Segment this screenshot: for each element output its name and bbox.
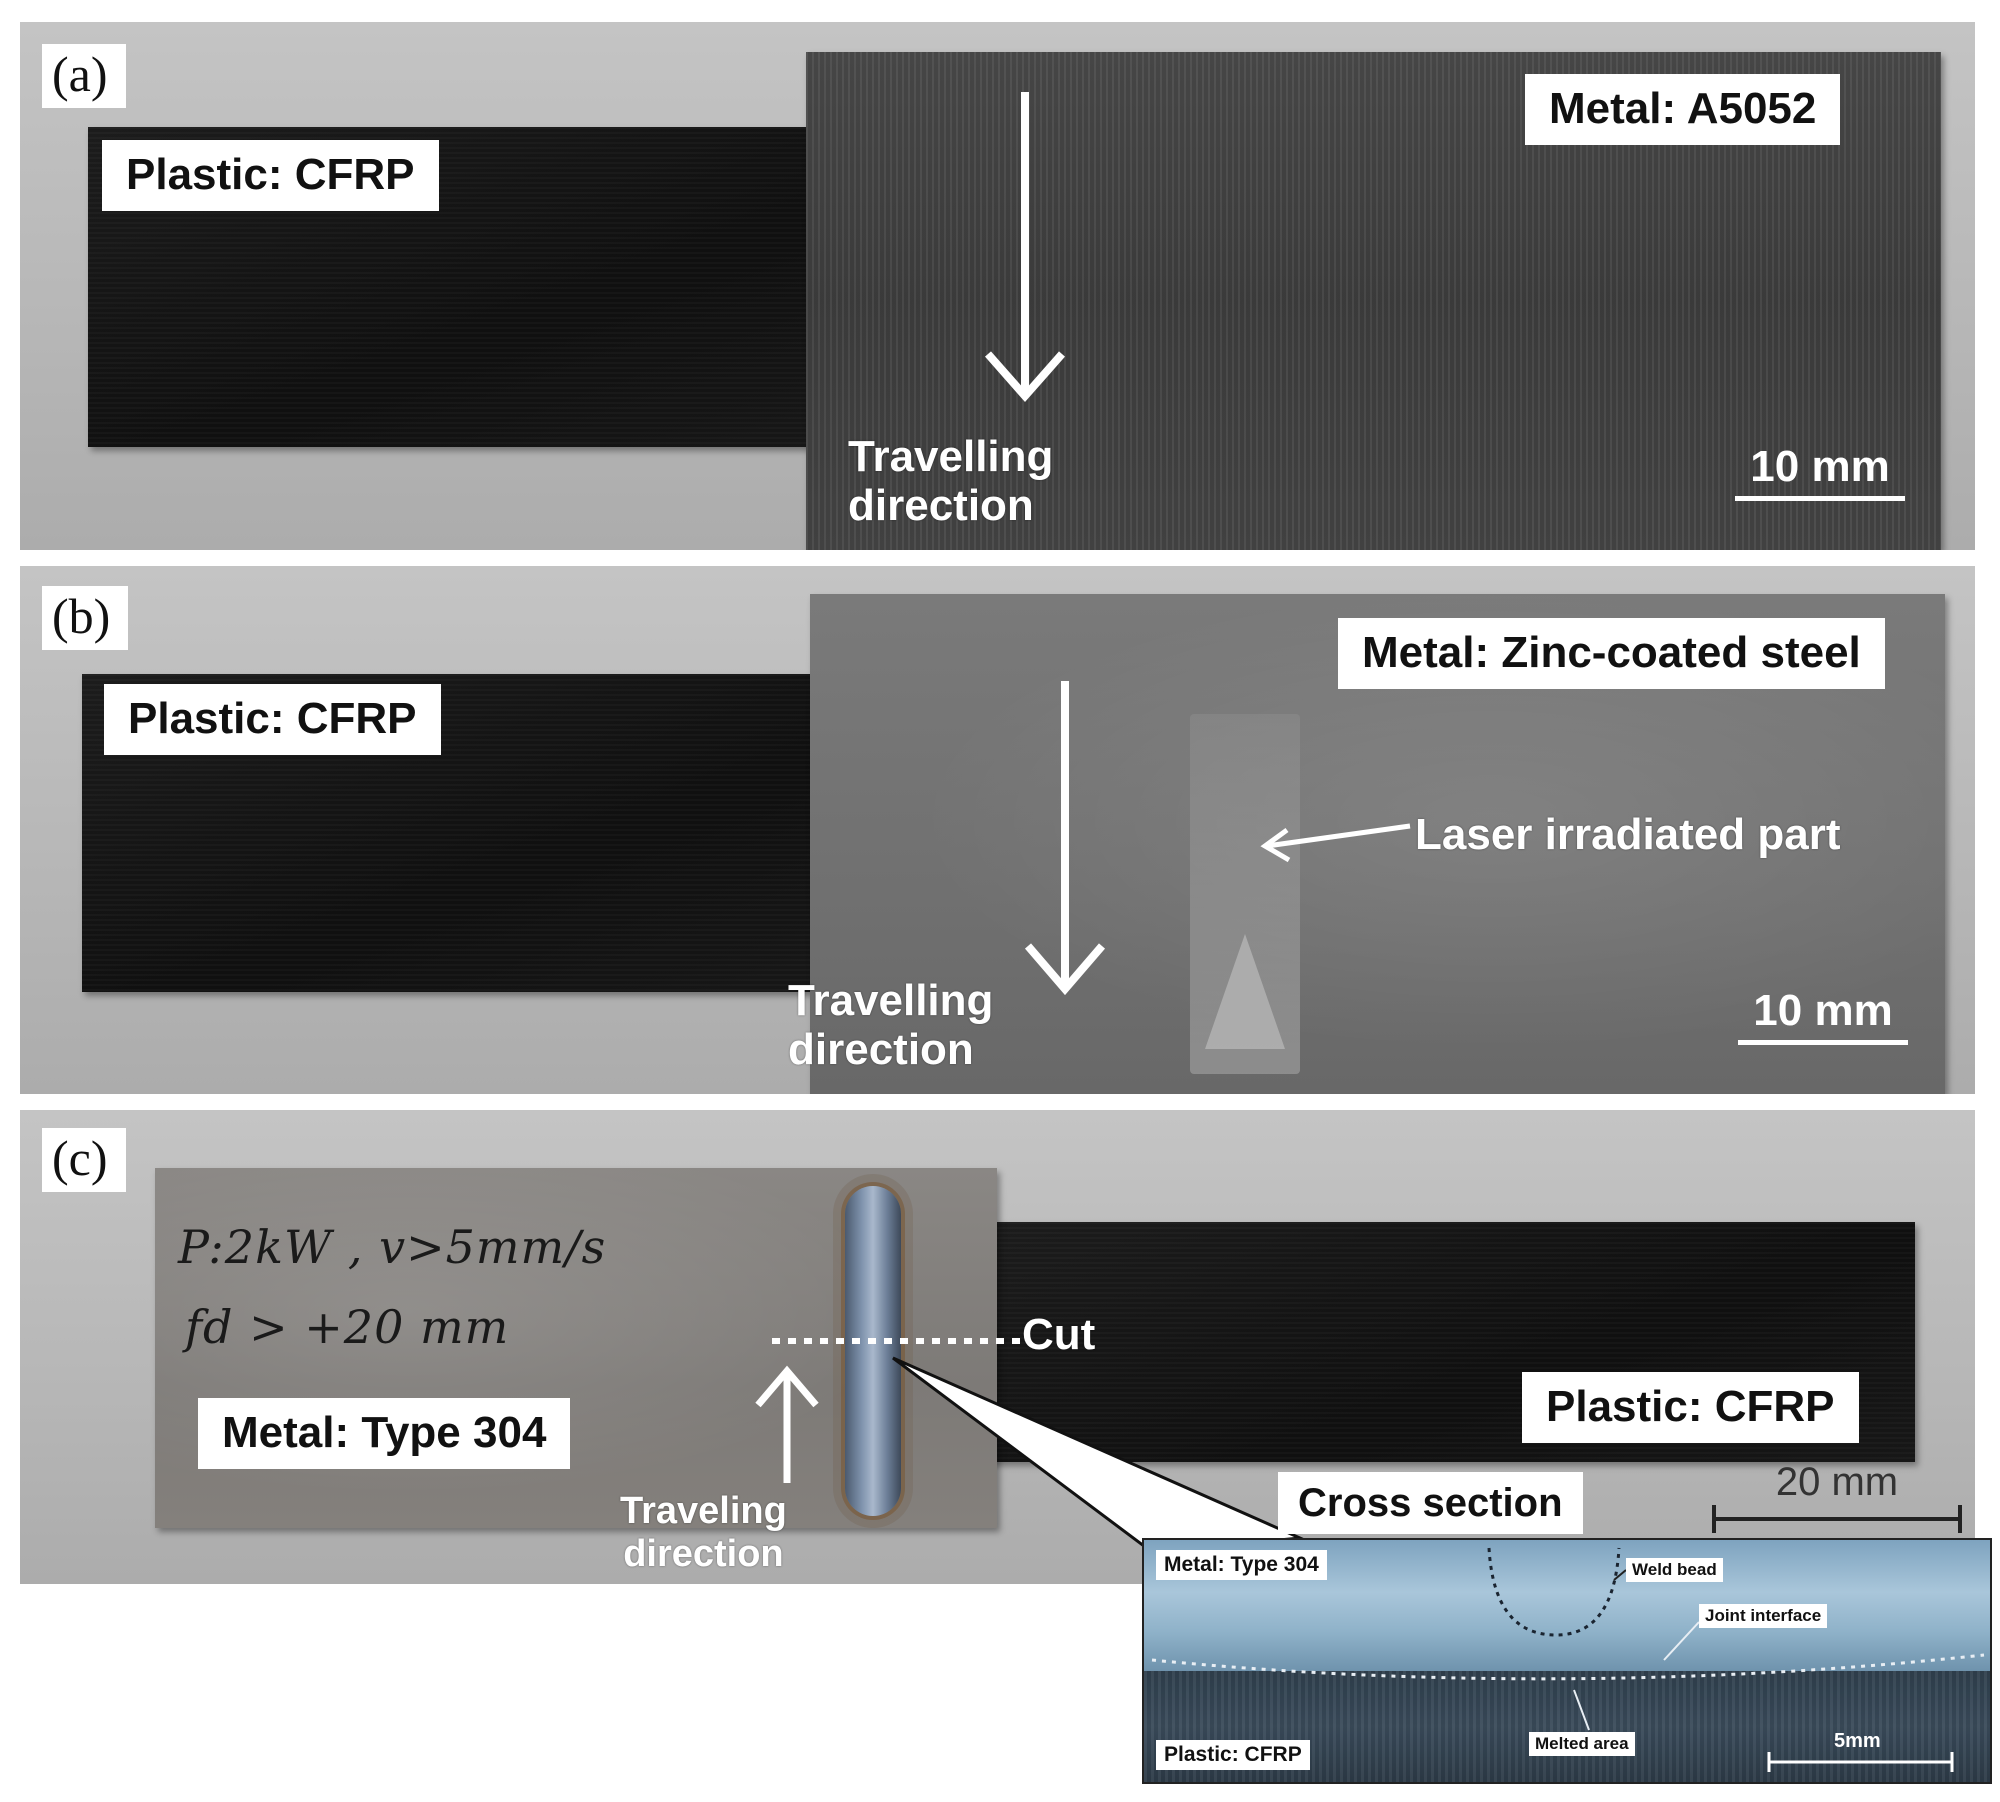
inset-weld-bead-label: Weld bead: [1626, 1558, 1723, 1582]
inset-melted-area-label: Melted area: [1529, 1732, 1635, 1756]
scalebar-c: 20 mm: [1712, 1460, 1962, 1535]
scalebar-line-b: [1738, 1040, 1908, 1045]
metal-label-a: Metal: A5052: [1525, 74, 1841, 145]
travel-arrow-b: [1024, 681, 1106, 996]
cross-section-inset: Metal: Type 304 Plastic: CFRP Weld bead …: [1142, 1538, 1992, 1784]
cross-section-label: Cross section: [1278, 1472, 1583, 1534]
scalebar-line-c: [1712, 1505, 1962, 1533]
panel-letter-b: (b): [42, 586, 129, 650]
plastic-label-b: Plastic: CFRP: [104, 684, 441, 755]
inset-scalebar-label: 5mm: [1834, 1730, 1881, 1752]
irradiated-triangle-mark: [1205, 934, 1285, 1049]
scalebar-line-a: [1735, 496, 1905, 501]
plastic-label-c: Plastic: CFRP: [1522, 1372, 1859, 1443]
inset-annotations: [1151, 1547, 1985, 1772]
laser-pointer-arrow: [1260, 823, 1411, 863]
scalebar-label-b: 10 mm: [1753, 986, 1893, 1035]
direction-line2-b: direction: [788, 1025, 974, 1075]
handwritten-params-line2: fd > +20 mm: [185, 1300, 510, 1354]
metal-label-b: Metal: Zinc-coated steel: [1338, 618, 1885, 689]
cut-label: Cut: [1022, 1310, 1096, 1359]
scalebar-label-a: 10 mm: [1750, 442, 1890, 491]
direction-line1-b: Travelling: [788, 976, 994, 1025]
travel-arrow-a: [984, 92, 1066, 403]
handwritten-params-line1: P:2kW , v>5mm/s: [178, 1220, 607, 1274]
panel-a: (a) Plastic: CFRP Metal: A5052 Travellin…: [20, 22, 1975, 550]
metal-label-c: Metal: Type 304: [198, 1398, 571, 1469]
travel-arrow-c: [755, 1365, 819, 1483]
panel-letter-c: (c): [42, 1128, 126, 1192]
direction-line1-a: Travelling: [848, 432, 1054, 481]
inset-metal-label: Metal: Type 304: [1156, 1550, 1327, 1580]
laser-irradiated-label: Laser irradiated part: [1415, 810, 1841, 859]
weld-bead: [845, 1186, 901, 1516]
scalebar-label-c: 20 mm: [1775, 1460, 1899, 1504]
inset-plastic-label: Plastic: CFRP: [1156, 1740, 1310, 1770]
scalebar-b: 10 mm: [1738, 986, 1908, 1045]
panel-b: (b) Plastic: CFRP Metal: Zinc-coated ste…: [20, 566, 1975, 1094]
panel-c: (c) P:2kW , v>5mm/s fd > +20 mm Metal: T…: [20, 1110, 1975, 1584]
direction-label-b: Travelling direction: [788, 976, 993, 1075]
direction-line2-a: direction: [848, 481, 1034, 531]
cut-line: [772, 1338, 1022, 1344]
direction-line1-c: Traveling: [620, 1490, 787, 1532]
plastic-label-a: Plastic: CFRP: [102, 140, 439, 211]
inset-joint-interface-label: Joint interface: [1699, 1604, 1828, 1628]
panel-letter-a: (a): [42, 44, 126, 108]
direction-line2-c: direction: [623, 1532, 784, 1575]
direction-label-c: Traveling direction: [620, 1490, 787, 1575]
scalebar-a: 10 mm: [1735, 442, 1905, 501]
direction-label-a: Travelling direction: [848, 432, 1053, 531]
